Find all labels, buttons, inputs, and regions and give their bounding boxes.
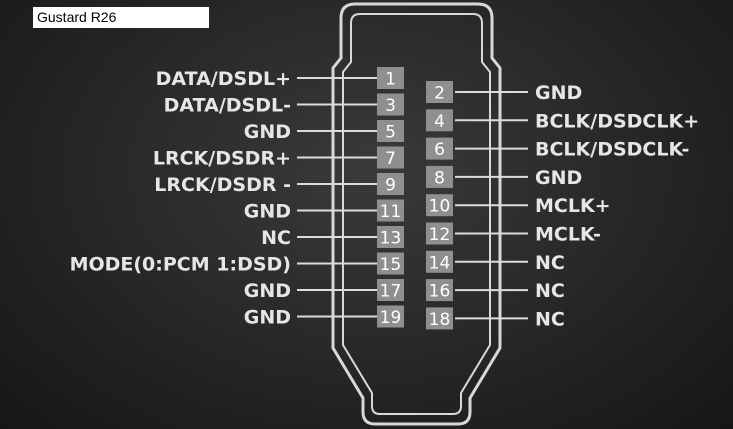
pin-number-box xyxy=(377,173,404,195)
pin-signal-label: DATA/DSDL- xyxy=(164,95,291,117)
pin-signal-label: MCLK+ xyxy=(535,195,611,217)
pin-signal-label: DATA/DSDL+ xyxy=(156,68,291,90)
pin-signal-label: LRCK/DSDR - xyxy=(154,174,291,196)
pin-signal-label: GND xyxy=(244,280,291,302)
pin-number-box xyxy=(426,81,453,103)
pin-number: 13 xyxy=(380,229,402,249)
pin-number: 19 xyxy=(380,308,402,328)
left-pin-row: 1 DATA/DSDL+ xyxy=(156,67,404,90)
pin-number: 10 xyxy=(429,197,451,217)
right-pin-row: 14 NC xyxy=(426,250,565,274)
pin-signal-label: MCLK- xyxy=(535,224,601,246)
image-title: Gustard R26 xyxy=(33,7,209,28)
pin-number: 8 xyxy=(434,168,445,188)
pin-number: 6 xyxy=(434,140,445,160)
connector-outline-inner xyxy=(342,13,491,415)
right-pin-row: 18 NC xyxy=(426,307,565,330)
left-pin-row: 11 GND xyxy=(244,199,404,223)
pin-number-box xyxy=(377,252,404,275)
pin-number: 12 xyxy=(429,225,451,245)
pin-number: 1 xyxy=(385,70,396,90)
pin-number-box xyxy=(377,226,404,248)
pin-number-box xyxy=(426,307,453,330)
pin-number: 11 xyxy=(380,202,402,222)
left-pin-row: 13 NC xyxy=(261,226,404,249)
pin-signal-label: LRCK/DSDR+ xyxy=(153,148,291,170)
pin-number-box xyxy=(377,279,404,301)
left-pin-row: 9 LRCK/DSDR - xyxy=(154,173,404,196)
left-pin-row: 15 MODE(0:PCM 1:DSD) xyxy=(70,252,404,276)
pin-signal-label: NC xyxy=(535,252,565,274)
pin-signal-label: BCLK/DSDCLK- xyxy=(535,139,689,161)
pin-number-box xyxy=(377,67,404,89)
pin-number: 17 xyxy=(380,282,402,302)
left-pin-row: 19 GND xyxy=(244,305,404,329)
pin-number-box xyxy=(426,250,453,273)
pin-number: 2 xyxy=(434,84,445,104)
right-pin-row: 10 MCLK+ xyxy=(426,194,611,217)
pin-signal-label: NC xyxy=(535,280,565,302)
pin-number: 4 xyxy=(434,112,445,132)
left-pin-row: 5 GND xyxy=(244,120,404,143)
left-pin-row: 17 GND xyxy=(244,279,404,302)
right-pin-row: 12 MCLK- xyxy=(426,222,601,246)
right-pin-row: 4 BCLK/DSDCLK+ xyxy=(426,109,699,132)
pin-number: 9 xyxy=(385,176,396,196)
pin-signal-label: GND xyxy=(244,307,291,329)
right-pin-row: 16 NC xyxy=(426,279,565,302)
pin-signal-label: GND xyxy=(535,82,582,104)
pin-signal-label: GND xyxy=(244,201,291,223)
pin-number: 18 xyxy=(429,310,451,330)
pin-number-box xyxy=(426,165,453,188)
pin-signal-label: NC xyxy=(261,227,291,249)
pin-signal-label: NC xyxy=(535,308,565,330)
pin-signal-label: BCLK/DSDCLK+ xyxy=(535,110,699,132)
pin-number: 14 xyxy=(429,253,451,273)
pin-number-box xyxy=(426,222,453,245)
left-pin-group: 1DATA/DSDL+3DATA/DSDL-5GND7LRCK/DSDR+9LR… xyxy=(70,67,404,329)
pin-number-box xyxy=(377,93,404,116)
right-pin-row: 6 BCLK/DSDCLK- xyxy=(426,137,689,161)
pin-number: 3 xyxy=(385,96,396,116)
pin-number: 16 xyxy=(429,282,451,302)
pin-number: 15 xyxy=(380,255,402,275)
pin-number: 7 xyxy=(385,149,396,169)
pin-number-box xyxy=(426,194,453,217)
pin-number-box xyxy=(377,305,404,328)
pin-number-box xyxy=(377,120,404,142)
pin-number-box xyxy=(426,137,453,160)
pin-number-box xyxy=(426,279,453,302)
pin-number-box xyxy=(426,109,453,132)
pin-signal-label: GND xyxy=(244,121,291,143)
pin-signal-label: MODE(0:PCM 1:DSD) xyxy=(70,254,291,276)
pin-number-box xyxy=(377,199,404,222)
pin-number-box xyxy=(377,146,404,169)
left-pin-row: 7 LRCK/DSDR+ xyxy=(153,146,404,170)
connector-outline-outer xyxy=(331,2,502,426)
pin-number: 5 xyxy=(385,123,396,143)
pin-signal-label: GND xyxy=(535,167,582,189)
right-pin-row: 2 GND xyxy=(426,81,582,104)
right-pin-row: 8 GND xyxy=(426,165,582,189)
left-pin-row: 3 DATA/DSDL- xyxy=(164,93,404,117)
